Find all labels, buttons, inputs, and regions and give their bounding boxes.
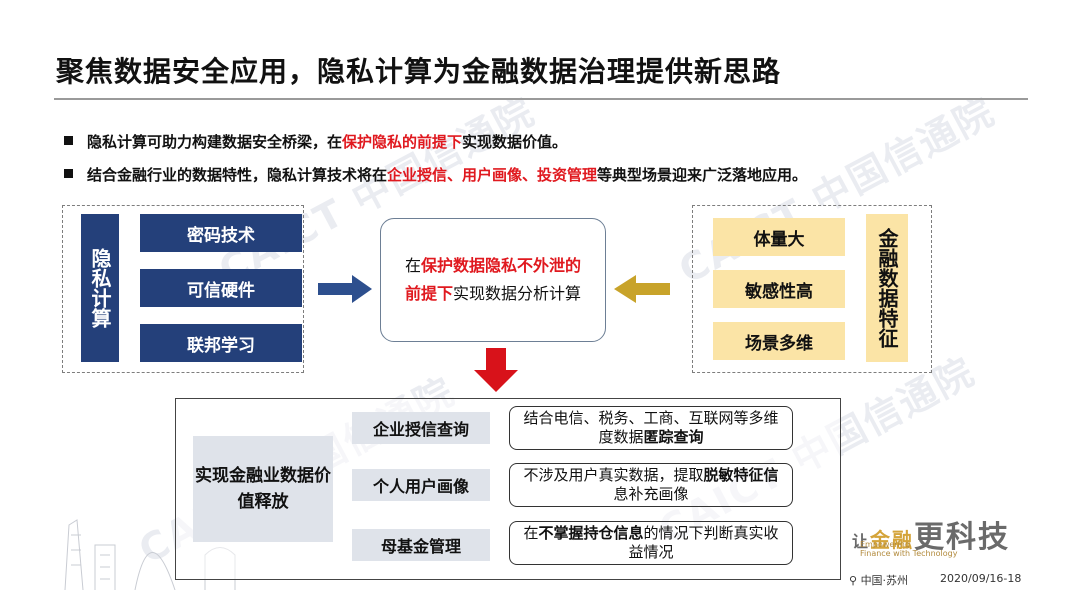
tech-item-cryptography: 密码技术	[140, 214, 302, 252]
bullet-square-icon	[64, 169, 73, 178]
tech-item-federated-learning: 联邦学习	[140, 324, 302, 362]
scenario-user-profile: 个人用户画像	[352, 469, 490, 501]
scenario-fund-of-funds: 母基金管理	[352, 529, 490, 561]
scenario-desc: 不涉及用户真实数据，提取脱敏特征信息补充画像	[509, 463, 793, 507]
finance-data-features-panel	[692, 205, 932, 373]
arrow-left-icon	[614, 275, 670, 303]
center-goal-box: 在保护数据隐私不外泄的前提下实现数据分析计算	[380, 218, 606, 342]
value-release-label: 实现金融业数据价值释放	[193, 436, 333, 542]
bullet-highlight: 保护隐私的前提下	[342, 133, 463, 151]
footer-slogan: 让金融更科技	[852, 520, 1011, 555]
feature-item-volume: 体量大	[713, 218, 845, 256]
page-title: 聚焦数据安全应用，隐私计算为金融数据治理提供新思路	[56, 55, 782, 88]
bullet-text: 实现数据价值。	[462, 133, 568, 151]
center-goal-text: 在保护数据隐私不外泄的前提下实现数据分析计算	[404, 256, 582, 303]
bullet-square-icon	[64, 136, 73, 145]
feature-item-multidimensional: 场景多维	[713, 322, 845, 360]
footer-location: ⚲ 中国·苏州	[849, 574, 909, 587]
privacy-computing-panel	[62, 205, 304, 373]
scenario-enterprise-credit: 企业授信查询	[352, 412, 490, 444]
footer-date: 2020/09/16-18	[940, 572, 1022, 585]
bullet-text: 等典型场景迎来广泛落地应用。	[597, 166, 808, 184]
scenario-desc: 结合电信、税务、工商、互联网等多维度数据匿踪查询	[509, 406, 793, 450]
bullet-highlight: 企业授信、用户画像、投资管理	[387, 166, 598, 184]
bullet-text: 结合金融行业的数据特性，隐私计算技术将在	[87, 166, 388, 184]
title-divider	[54, 98, 1028, 100]
bullet-item: 隐私计算可助力构建数据安全桥梁，在保护隐私的前提下实现数据价值。	[64, 131, 567, 152]
arrow-down-icon	[474, 348, 518, 392]
tech-item-trusted-hardware: 可信硬件	[140, 269, 302, 307]
center-highlight: 保护数据隐私不外泄的前提下	[404, 256, 582, 303]
feature-item-sensitivity: 敏感性高	[713, 270, 845, 308]
scenario-desc: 在不掌握持仓信息的情况下判断真实收益情况	[509, 521, 793, 565]
bullet-item: 结合金融行业的数据特性，隐私计算技术将在企业授信、用户画像、投资管理等典型场景迎…	[64, 164, 807, 185]
arrow-right-icon	[318, 275, 372, 303]
bullet-text: 隐私计算可助力构建数据安全桥梁，在	[87, 133, 343, 151]
privacy-computing-label: 隐私计算	[81, 214, 119, 362]
finance-data-features-label: 金融数据特征	[866, 214, 908, 362]
location-pin-icon: ⚲	[849, 574, 858, 587]
